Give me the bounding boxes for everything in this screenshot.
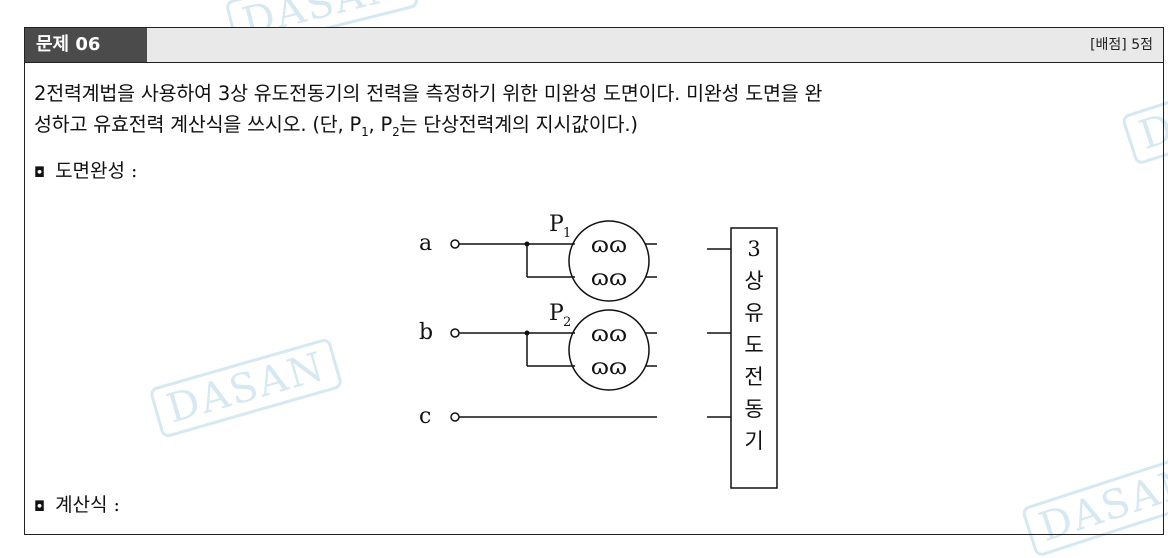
meter-p1-subscript: 1 [563, 226, 571, 241]
question-text-part: 는 단상전력계의 지시값이다.) [399, 113, 638, 136]
voltage-coil-icon: ɷɷ [591, 355, 627, 380]
motor-label-char: 전 [744, 365, 763, 389]
bullet-icon: ◘ [34, 165, 46, 181]
question-line-1: 2전력계법을 사용하여 3상 유도전동기의 전력을 측정하기 위한 미완성 도면… [34, 82, 823, 105]
terminal-c [450, 412, 460, 422]
problem-frame: 문제 06 [배점] 5점 2전력계법을 사용하여 3상 유도전동기의 전력을 … [24, 27, 1164, 535]
terminal-b [450, 328, 460, 338]
motor-box [730, 227, 778, 489]
motor-label-char: 유 [744, 301, 763, 325]
junction-dot [524, 330, 530, 336]
drawing-label: 도면완성 : [55, 160, 138, 182]
wattmeter-p1-icon [568, 220, 650, 302]
question-text-part: 성하고 유효전력 계산식을 쓰시오. (단, P [34, 113, 362, 136]
problem-number: 문제 06 [25, 28, 147, 62]
terminal-a [450, 239, 460, 249]
formula-label: 계산식 : [55, 494, 120, 516]
wattmeter-p2-icon [568, 309, 650, 391]
drawing-item: ◘ 도면완성 : [34, 156, 137, 183]
meter-p2-label: P [549, 301, 564, 326]
subscript: 2 [392, 124, 400, 139]
current-coil-icon: ɷɷ [591, 233, 627, 258]
terminal-b-label: b [419, 320, 433, 345]
meter-p2-subscript: 2 [563, 315, 571, 330]
terminal-a-label: a [419, 231, 432, 256]
motor-label-char: 동 [744, 397, 763, 421]
voltage-coil-icon: ɷɷ [591, 266, 627, 291]
current-coil-icon: ɷɷ [591, 322, 627, 347]
junction-dot [524, 241, 530, 247]
motor-label-char: 3 [747, 237, 760, 261]
problem-header: 문제 06 [배점] 5점 [25, 28, 1163, 63]
terminal-c-label: c [419, 404, 431, 429]
wiring-diagram: a b c [419, 212, 778, 489]
question-line-2: 성하고 유효전력 계산식을 쓰시오. (단, P1, P2는 단상전력계의 지시… [34, 109, 1156, 148]
question-text-part: , P [368, 113, 393, 136]
formula-item: ◘ 계산식 : [34, 490, 120, 517]
motor-label-char: 상 [744, 269, 763, 293]
subscript: 1 [361, 124, 369, 139]
question-text: 2전력계법을 사용하여 3상 유도전동기의 전력을 측정하기 위한 미완성 도면… [34, 78, 1156, 148]
score-label: [배점] 5점 [1090, 37, 1153, 53]
motor-label-char: 도 [744, 333, 763, 357]
motor-label-char: 기 [744, 429, 763, 453]
bullet-icon: ◘ [34, 499, 46, 515]
meter-p1-label: P [549, 212, 564, 237]
